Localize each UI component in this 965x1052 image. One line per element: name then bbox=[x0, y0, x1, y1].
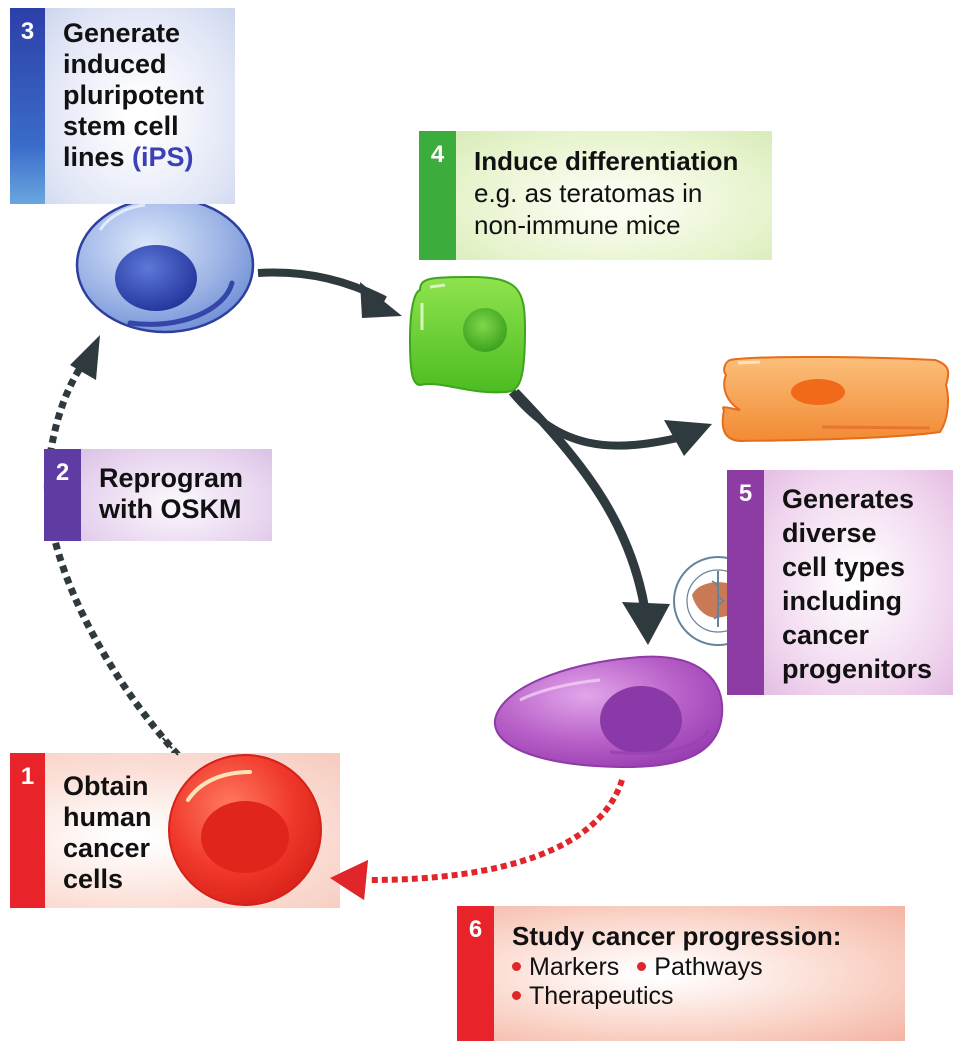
arrow-cancer-to-ips bbox=[43, 349, 181, 758]
step-3-line: pluripotent bbox=[63, 80, 204, 110]
bullet-dot-icon bbox=[512, 961, 521, 971]
arrow-head-green bbox=[360, 282, 402, 318]
step-1-line: human bbox=[63, 802, 152, 832]
arrow-head-orange bbox=[664, 420, 712, 456]
step-4-subtitle: e.g. as teratomas in bbox=[474, 178, 703, 208]
step-5-line: including bbox=[782, 586, 902, 616]
step-5-line: Generates bbox=[782, 484, 915, 514]
step-6-text: Study cancer progression: Markers Pathway… bbox=[494, 906, 905, 1041]
bullet-item: Markers bbox=[512, 953, 619, 982]
bullet-dot-icon bbox=[512, 990, 521, 1000]
arrow-head-purple bbox=[622, 602, 670, 645]
step-1-line: cells bbox=[63, 864, 124, 894]
step-2-text: Reprogram with OSKM bbox=[81, 449, 272, 541]
step-4-text: Induce differentiation e.g. as teratomas… bbox=[456, 131, 772, 260]
step-5-text: Generates diverse cell types including c… bbox=[764, 470, 953, 695]
step-3-text: Generate induced pluripotent stem cell l… bbox=[45, 8, 235, 204]
bullet-item: Pathways bbox=[637, 953, 763, 982]
step-1-line: cancer bbox=[63, 833, 151, 863]
step-2-line: with OSKM bbox=[99, 494, 242, 524]
ips-highlight: (iPS) bbox=[132, 142, 194, 172]
step-3-line: Generate bbox=[63, 18, 181, 48]
step-5-number: 5 bbox=[727, 470, 764, 695]
step-4-subtitle: non-immune mice bbox=[474, 210, 681, 240]
step-3-number: 3 bbox=[10, 8, 45, 204]
step-5-line: cancer bbox=[782, 620, 870, 650]
step-5-line: diverse bbox=[782, 518, 877, 548]
ips-cell bbox=[75, 196, 255, 334]
bullet-text: Therapeutics bbox=[529, 982, 674, 1010]
step-6-title: Study cancer progression: bbox=[512, 921, 842, 951]
step-3-box: 3 Generate induced pluripotent stem cell… bbox=[10, 8, 235, 204]
step-2-line: Reprogram bbox=[99, 463, 244, 493]
bullet-text: Pathways bbox=[654, 953, 763, 981]
step-6-bullets: Markers Pathways Therapeutics bbox=[512, 953, 891, 1011]
step-4-number: 4 bbox=[419, 131, 456, 260]
step-3-lines-label: lines bbox=[63, 142, 133, 172]
step-3-line: induced bbox=[63, 49, 167, 79]
step-1-box: 1 Obtain human cancer cells bbox=[10, 753, 340, 908]
bullet-text: Markers bbox=[529, 953, 620, 981]
step-1-line: Obtain bbox=[63, 771, 149, 801]
step-1-number: 1 bbox=[10, 753, 45, 908]
step-5-line: progenitors bbox=[782, 654, 933, 684]
step-4-title: Induce differentiation bbox=[474, 146, 739, 176]
bullet-item: Therapeutics bbox=[512, 982, 674, 1011]
step-6-box: 6 Study cancer progression: Markers Pathw… bbox=[457, 906, 905, 1041]
bullet-dot-icon bbox=[637, 961, 647, 971]
step-3-line: lines (iPS) bbox=[63, 142, 221, 173]
arrow-green-to-purple bbox=[511, 388, 650, 611]
step-3-line: stem cell bbox=[63, 111, 179, 141]
step-6-number: 6 bbox=[457, 906, 494, 1041]
step-5-line: cell types bbox=[782, 552, 906, 582]
step-2-number: 2 bbox=[44, 449, 81, 541]
differentiated-green-cell bbox=[408, 275, 527, 394]
step-4-box: 4 Induce differentiation e.g. as teratom… bbox=[419, 131, 772, 260]
purple-progenitor-cell bbox=[493, 655, 724, 769]
orange-muscle-cell bbox=[721, 355, 950, 443]
arrow-head-ips bbox=[70, 335, 100, 380]
step-2-box: 2 Reprogram with OSKM bbox=[44, 449, 272, 541]
arrow-purple-to-cancer bbox=[369, 779, 625, 883]
step-1-text: Obtain human cancer cells bbox=[45, 753, 340, 908]
step-5-box: 5 Generates diverse cell types including… bbox=[727, 470, 953, 695]
